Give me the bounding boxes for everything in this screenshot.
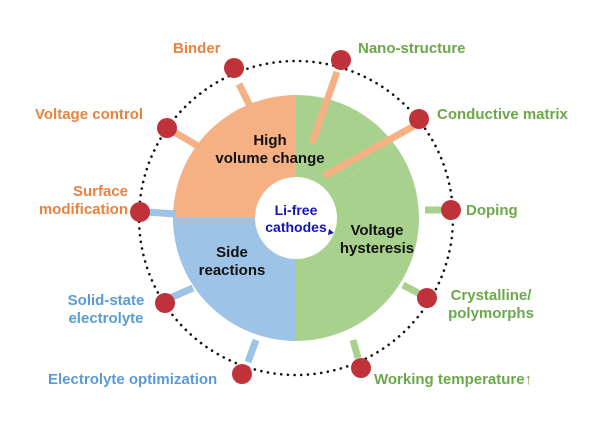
center-hole [255, 177, 337, 259]
label-solid-line1: Solid-state [67, 292, 145, 309]
segment-hysteresis-line2: hysteresis [339, 240, 415, 257]
segment-label-side-reactions: Side reactions [192, 244, 272, 280]
label-voltage-control: Voltage control [35, 106, 144, 123]
node-crystalline [417, 288, 437, 308]
node-nano-structure [331, 50, 351, 70]
center-pointer-icon [328, 229, 334, 235]
connector-solid-state-electrolyte [168, 284, 195, 302]
segment-side-line2: reactions [198, 262, 266, 279]
connector-working-temperature [349, 339, 362, 359]
sector-voltage-hysteresis [296, 143, 419, 341]
node-working-temperature [351, 358, 371, 378]
label-surface-modification: Surface modification [20, 183, 128, 219]
label-solid-line2: electrolyte [68, 310, 144, 327]
label-crystalline-line1: Crystalline/ [450, 287, 532, 304]
segment-label-voltage-hysteresis: Voltage hysteresis [332, 222, 422, 258]
node-conductive-matrix [409, 109, 429, 129]
connector-nano-structure [308, 70, 341, 145]
connector-crystalline [401, 281, 422, 298]
node-voltage-control [157, 118, 177, 138]
label-crystalline-polymorphs: Crystalline/ polymorphs [436, 287, 546, 323]
segment-hysteresis-line1: Voltage [350, 222, 404, 239]
node-doping [441, 200, 461, 220]
label-solid-state-electrolyte: Solid-state electrolyte [50, 292, 162, 328]
center-line1: Li-free [274, 202, 318, 218]
node-solid-state-electrolyte [155, 293, 175, 313]
node-electrolyte-optimization [232, 364, 252, 384]
segment-volume-line2: volume change [215, 150, 325, 167]
segment-side-line1: Side [216, 244, 248, 261]
connector-electrolyte-optimization [244, 338, 260, 364]
connector-conductive-matrix [322, 122, 416, 180]
label-doping: Doping [466, 202, 518, 219]
segment-label-volume-change: High volume change [210, 132, 330, 168]
node-binder [224, 58, 244, 78]
sector-side-reactions [173, 218, 296, 341]
label-working-temperature: Working temperature↑ [374, 371, 533, 388]
label-crystalline-line2: polymorphs [448, 305, 534, 322]
connector-surface-modification [145, 208, 177, 218]
label-surface-line1: Surface [72, 183, 128, 200]
label-electrolyte-optimization: Electrolyte optimization [48, 371, 218, 388]
segment-volume-line1: High [253, 132, 287, 149]
center-line2: cathodes [265, 219, 327, 235]
label-binder: Binder [173, 40, 221, 57]
center-label: Li-free cathodes [256, 202, 336, 236]
label-nano-structure: Nano-structure [358, 40, 466, 57]
node-surface-modification [130, 202, 150, 222]
label-surface-line2: modification [38, 201, 128, 218]
connector-binder [235, 82, 255, 110]
connector-voltage-control [172, 128, 200, 150]
label-conductive-matrix: Conductive matrix [437, 106, 568, 123]
sector-high-volume-change [173, 95, 296, 218]
